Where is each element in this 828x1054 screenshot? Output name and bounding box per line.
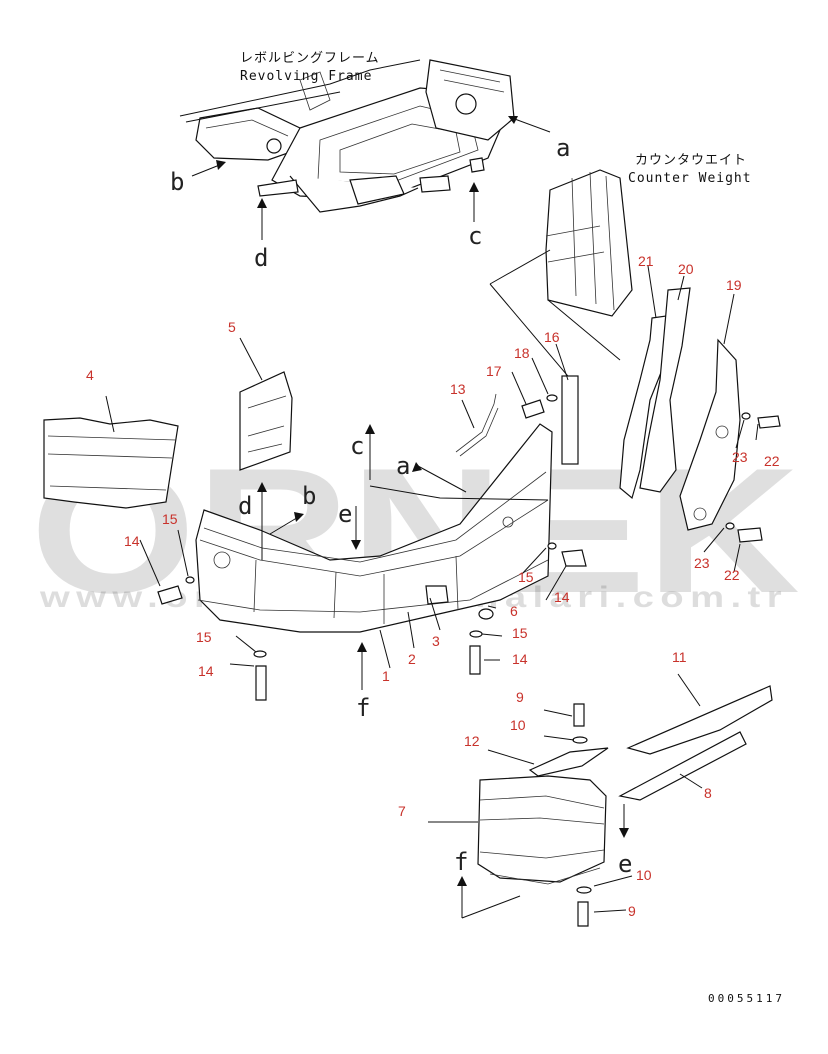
callout-11: 11 [672, 649, 687, 665]
letter-e-main: e [338, 500, 352, 528]
bolt-14-right [469, 645, 481, 675]
callout-14-right: 14 [512, 651, 528, 667]
callout-15-left: 15 [162, 511, 178, 527]
letter-b-main: b [302, 482, 316, 510]
arrow-a-main [417, 465, 467, 493]
bolt-22-top [757, 415, 781, 429]
arrow-a-top [511, 117, 551, 133]
bolt-22-bottom [737, 527, 763, 543]
bracket-20 [639, 287, 691, 493]
letter-e-lower: e [618, 850, 632, 878]
cover-8 [618, 731, 747, 801]
cover-7 [477, 775, 607, 883]
cover-11 [626, 685, 773, 755]
callout-6: 6 [510, 603, 518, 619]
callout-17: 17 [486, 363, 502, 379]
callout-5: 5 [228, 319, 236, 335]
callout-9-top: 9 [516, 689, 524, 705]
frame-label-jp: レボルビングフレーム [240, 51, 380, 66]
callout-10-top: 10 [510, 717, 526, 733]
callout-21: 21 [638, 253, 654, 269]
arrow-b-main [269, 515, 301, 535]
callout-4: 4 [86, 367, 94, 383]
callout-7: 7 [398, 803, 406, 819]
counterweight-label-en: Counter Weight [628, 171, 752, 186]
callout-2: 2 [408, 651, 416, 667]
callout-15-right: 15 [512, 625, 528, 641]
callout-8: 8 [704, 785, 712, 801]
bracket-19 [679, 338, 741, 531]
callout-12: 12 [464, 733, 480, 749]
letter-c-top: c [468, 222, 482, 250]
callout-15-side: 15 [518, 569, 534, 585]
callout-19: 19 [726, 277, 742, 293]
callout-23-top: 23 [732, 449, 748, 465]
callout-20: 20 [678, 261, 694, 277]
bolt-14-side [561, 549, 587, 567]
callout-14-left: 14 [124, 533, 140, 549]
callout-1: 1 [382, 668, 390, 684]
callout-22-bottom: 22 [724, 567, 740, 583]
washer-10-bottom [576, 886, 592, 894]
counterweight-label-jp: カウンタウエイト [635, 153, 747, 168]
cover-4 [43, 417, 179, 509]
letter-c-main: c [350, 432, 364, 460]
drawing-code: 00055117 [708, 992, 785, 1005]
counterweight-drawing [545, 169, 633, 317]
bolt-14-bottom [255, 665, 267, 701]
nut-6 [478, 608, 494, 620]
washer-10-top [572, 736, 588, 744]
frame-label-en: Revolving Frame [240, 69, 372, 84]
letter-a-main: a [396, 452, 410, 480]
arrow-b-top [191, 163, 223, 177]
callout-18: 18 [514, 345, 530, 361]
callout-15-bottom: 15 [196, 629, 212, 645]
revolving-frame-drawing [179, 59, 515, 213]
callout-3: 3 [432, 633, 440, 649]
callout-16: 16 [544, 329, 560, 345]
washer-18 [546, 394, 558, 402]
callout-13: 13 [450, 381, 466, 397]
bolt-17 [521, 399, 545, 419]
callout-22-top: 22 [764, 453, 780, 469]
letter-f-main: f [356, 694, 370, 722]
plate-12 [528, 747, 609, 777]
bolt-14-left [157, 585, 183, 605]
bolt-9-bottom [577, 901, 589, 927]
plate-16 [561, 375, 579, 465]
letter-a-top: a [556, 134, 570, 162]
callout-23-bottom: 23 [694, 555, 710, 571]
callout-10-bottom: 10 [636, 867, 652, 883]
letter-b-top: b [170, 168, 184, 196]
leader-lines [105, 265, 759, 913]
counterweight-leader [489, 249, 621, 389]
callout-9-bottom: 9 [628, 903, 636, 919]
bolt-9-top [573, 703, 585, 727]
letter-f-lower: f [454, 848, 468, 876]
callout-14-side: 14 [554, 589, 570, 605]
section-line [369, 485, 549, 501]
lower-guide [461, 895, 521, 919]
callout-14-bottom: 14 [198, 663, 214, 679]
cable-13 [455, 393, 499, 457]
main-counterweight [195, 423, 553, 633]
letter-d-top: d [254, 244, 268, 272]
plate-5 [239, 371, 293, 471]
letter-d-main: d [238, 492, 252, 520]
callout-numbers: 1 2 3 4 5 6 7 8 9 9 10 10 11 12 13 14 14… [86, 253, 780, 919]
